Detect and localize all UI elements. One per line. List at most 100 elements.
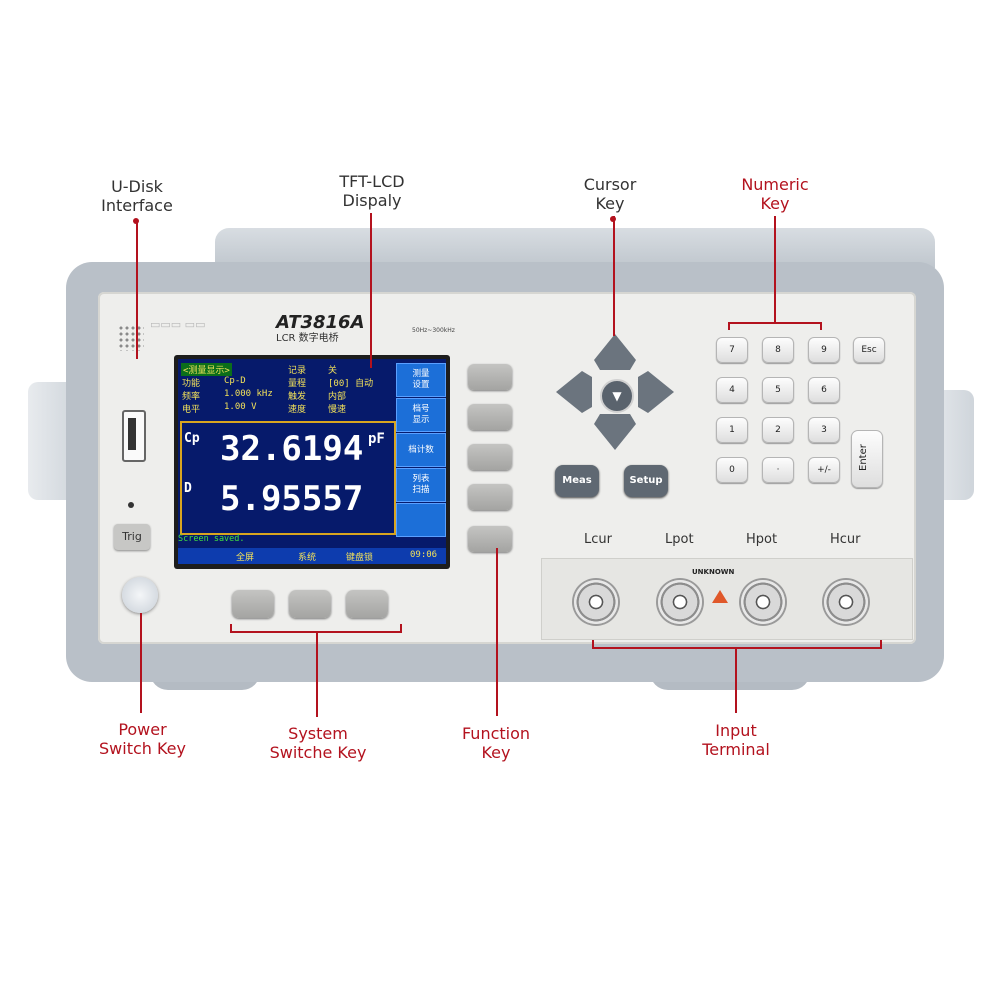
softkey-bin-count[interactable]: 档计数 xyxy=(396,433,446,467)
lcd-row-value: 1.000 kHz xyxy=(224,389,273,399)
udisk-callout: U-Disk Interface xyxy=(101,177,173,215)
numeric-callout: Numeric Key xyxy=(741,175,809,213)
system-key-2[interactable] xyxy=(289,590,331,618)
system-leader-line xyxy=(316,632,318,717)
numpad-key[interactable]: 7 xyxy=(716,337,748,363)
tft-leader-line xyxy=(370,213,372,368)
lcd-row-value: 内部 xyxy=(328,392,347,402)
numeric-leader-line xyxy=(774,216,776,323)
numpad-key[interactable]: +/- xyxy=(808,457,840,483)
cursor-pad xyxy=(556,334,674,450)
softkey-empty[interactable] xyxy=(396,503,446,537)
primary-value: 32.6194 xyxy=(220,429,364,469)
bnc-hpot-connector[interactable] xyxy=(741,580,785,624)
indicator-led xyxy=(128,502,134,508)
function-leader-line xyxy=(496,548,498,716)
cursor-leader-dot xyxy=(610,216,616,222)
status-line: Screen saved. xyxy=(178,534,245,544)
cursor-down-icon[interactable] xyxy=(594,414,636,450)
system-key-1[interactable] xyxy=(232,590,274,618)
power-button[interactable] xyxy=(122,577,158,613)
numpad-key[interactable]: · xyxy=(762,457,794,483)
primary-unit: pF xyxy=(368,431,385,447)
function-key-2[interactable] xyxy=(468,404,512,430)
measurement-box xyxy=(180,421,396,535)
case-top xyxy=(215,228,935,268)
softkey-meas-setup[interactable]: 测量 设置 xyxy=(396,363,446,397)
numpad-key[interactable]: 8 xyxy=(762,337,794,363)
cursor-callout: Cursor Key xyxy=(583,175,637,213)
system-key-3[interactable] xyxy=(346,590,388,618)
lcd-record-label: 记录 xyxy=(288,366,307,376)
function-key-4[interactable] xyxy=(468,484,512,510)
cursor-left-icon[interactable] xyxy=(556,371,592,413)
trig-button[interactable]: Trig xyxy=(114,524,150,550)
model-name: AT3816A xyxy=(276,312,365,333)
enter-button[interactable]: Enter xyxy=(851,430,883,488)
usb-slot-icon xyxy=(128,418,136,450)
function-key-1[interactable] xyxy=(468,364,512,390)
cursor-right-icon[interactable] xyxy=(638,371,674,413)
speaker-grille xyxy=(118,325,144,351)
menu-fullscreen[interactable]: 全屏 xyxy=(236,553,255,563)
primary-param: Cp xyxy=(184,431,200,446)
frequency-range: 50Hz~300kHz xyxy=(412,327,455,334)
function-key-3[interactable] xyxy=(468,444,512,470)
numpad-key[interactable]: 2 xyxy=(762,417,794,443)
lcd-row-label: 触发 xyxy=(288,392,307,402)
input-callout: Input Terminal xyxy=(702,721,770,759)
menu-system[interactable]: 系统 xyxy=(298,553,317,563)
terminal-label-hpot: Hpot xyxy=(746,532,778,547)
cursor-leader-line xyxy=(613,216,615,336)
power-callout: Power Switch Key xyxy=(99,720,186,758)
cursor-center-button[interactable]: ▼ xyxy=(600,379,634,413)
esc-button[interactable]: Esc xyxy=(853,337,885,363)
input-bracket-left xyxy=(592,640,594,648)
bnc-lpot-connector[interactable] xyxy=(658,580,702,624)
cursor-up-icon[interactable] xyxy=(594,334,636,370)
lcd-row-value: 慢速 xyxy=(328,405,347,415)
menu-keylock[interactable]: 键盘锁 xyxy=(346,553,374,563)
secondary-value: 5.95557 xyxy=(220,479,364,519)
numpad-key[interactable]: 0 xyxy=(716,457,748,483)
lcd-row-label: 电平 xyxy=(182,405,201,415)
bnc-hcur-connector[interactable] xyxy=(824,580,868,624)
softkey-bin-display[interactable]: 档号 显示 xyxy=(396,398,446,432)
numpad-key[interactable]: 4 xyxy=(716,377,748,403)
brand-logo: ▭▭▭ ▭▭ xyxy=(150,318,206,331)
numpad-key[interactable]: 9 xyxy=(808,337,840,363)
lcd-row-label: 速度 xyxy=(288,405,307,415)
tft-callout: TFT-LCD Dispaly xyxy=(339,172,405,210)
function-callout: Function Key xyxy=(461,724,531,762)
numpad-key[interactable]: 3 xyxy=(808,417,840,443)
lcd-screen: <测量显示> 记录 关 功能 Cp-D 量程 [00] 自动 频率 1.000 … xyxy=(178,359,446,564)
bnc-lcur-connector[interactable] xyxy=(574,580,618,624)
lcd-record-value: 关 xyxy=(328,366,338,376)
secondary-param: D xyxy=(184,481,192,496)
lcd-row-label: 频率 xyxy=(182,392,201,402)
lcd-row-label: 量程 xyxy=(288,379,307,389)
numeric-bracket-right xyxy=(820,322,822,330)
function-key-5[interactable] xyxy=(468,526,512,552)
lcd-row-value: 1.00 V xyxy=(224,402,257,412)
terminal-label-lcur: Lcur xyxy=(584,532,612,547)
input-bracket-right xyxy=(880,640,882,648)
lcd-title: <测量显示> xyxy=(181,363,232,376)
numpad-key[interactable]: 1 xyxy=(716,417,748,443)
numeric-bracket-line xyxy=(728,322,822,324)
input-leader-line xyxy=(735,648,737,713)
terminal-label-lpot: Lpot xyxy=(665,532,694,547)
numpad-key[interactable]: 5 xyxy=(762,377,794,403)
softkey-list-sweep[interactable]: 列表 扫描 xyxy=(396,468,446,502)
power-leader-line xyxy=(140,613,142,713)
warning-icon xyxy=(712,590,728,603)
udisk-leader-dot xyxy=(133,218,139,224)
input-bracket-line xyxy=(592,647,882,649)
meas-button[interactable]: Meas xyxy=(555,465,599,497)
numpad-key[interactable]: 6 xyxy=(808,377,840,403)
setup-button[interactable]: Setup xyxy=(624,465,668,497)
model-subtitle: LCR 数字电桥 xyxy=(276,333,339,344)
lcd-row-label: 功能 xyxy=(182,379,201,389)
enter-label: Enter xyxy=(858,444,869,471)
system-bracket-right xyxy=(400,624,402,632)
